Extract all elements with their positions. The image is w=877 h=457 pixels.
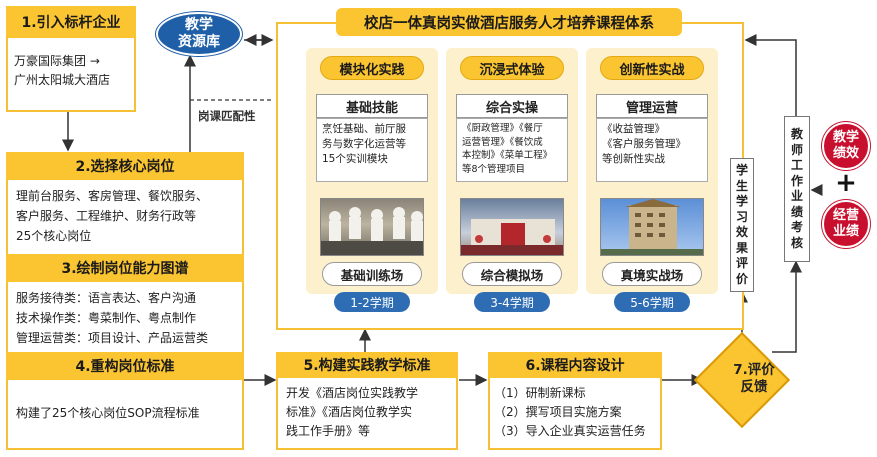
student-eval-char: 习 bbox=[735, 209, 748, 224]
step3-line: 服务接待类：语言表达、客户沟通 bbox=[16, 291, 197, 305]
column-1-ground: 基础训练场 bbox=[322, 262, 422, 286]
step1-line: 广州太阳城大酒店 bbox=[14, 73, 111, 87]
step6-line: （3）导入企业真实运营任务 bbox=[494, 424, 646, 438]
resource-library-oval: 教学 资源库 bbox=[156, 12, 242, 56]
column-3-term: 5-6学期 bbox=[614, 292, 690, 312]
column-2-term: 3-4学期 bbox=[474, 292, 550, 312]
student-eval-char: 学 bbox=[735, 194, 748, 208]
column-2-line: 《厨政管理》《餐厅 bbox=[462, 123, 543, 134]
arrow-s7-teacher bbox=[772, 260, 802, 353]
perf-a-line: 绩效 bbox=[832, 146, 859, 161]
step7-line: 7.评价 bbox=[733, 362, 775, 378]
teaching-performance-circle: 教学 绩效 bbox=[822, 122, 870, 170]
teacher-eval-char: 工 bbox=[790, 158, 803, 172]
column-2-body: 《厨政管理》《餐厅 运营管理》《餐饮成 本控制》《菜单工程》 等8个管理项目 bbox=[456, 118, 568, 182]
column-1-line: 15个实训模块 bbox=[322, 153, 388, 165]
resource-line: 资源库 bbox=[178, 34, 220, 50]
column-2-mode: 沉浸式体验 bbox=[460, 56, 564, 80]
column-1-head: 基础技能 bbox=[316, 94, 428, 118]
arrow-teacher-main bbox=[744, 34, 797, 116]
step3-line: 技术操作类：粤菜制作、粤点制作 bbox=[16, 311, 197, 325]
teacher-eval-char: 绩 bbox=[790, 204, 803, 219]
step1-body: 万豪国际集团 → 广州太阳城大酒店 bbox=[14, 52, 110, 90]
student-eval-char: 评 bbox=[735, 256, 748, 270]
simulation-hall-photo bbox=[460, 198, 564, 256]
column-3-mode: 创新性实战 bbox=[600, 56, 704, 80]
step2-title: 2.选择核心岗位 bbox=[6, 152, 244, 180]
step6-title: 6.课程内容设计 bbox=[488, 352, 662, 378]
perf-b-line: 经营 bbox=[832, 208, 859, 223]
column-3-body: 《收益管理》 《客户服务管理》 等创新性实战 bbox=[596, 118, 708, 182]
column-1-body: 烹饪基础、前厅服 务与数字化运营等 15个实训模块 bbox=[316, 118, 428, 182]
step5-line: 践工作手册》等 bbox=[286, 424, 371, 438]
steps-2-4-frame bbox=[6, 152, 244, 450]
business-performance-circle: 经营 业绩 bbox=[822, 200, 870, 248]
column-3-line: 《客户服务管理》 bbox=[602, 138, 686, 150]
training-kitchen-photo bbox=[320, 198, 424, 256]
teacher-eval-char: 教 bbox=[790, 127, 803, 141]
column-1-mode: 模块化实践 bbox=[320, 56, 424, 80]
student-eval-box: 学 生 学 习 效 果 评 价 bbox=[730, 158, 754, 292]
column-3-line: 《收益管理》 bbox=[602, 123, 665, 135]
step2-line: 25个核心岗位 bbox=[16, 229, 92, 243]
step4-title: 4.重构岗位标准 bbox=[6, 352, 244, 380]
column-2-line: 本控制》《菜单工程》 bbox=[462, 150, 553, 161]
step5-title: 5.构建实践教学标准 bbox=[276, 352, 458, 378]
student-eval-char: 效 bbox=[735, 225, 748, 239]
column-1-term: 1-2学期 bbox=[334, 292, 410, 312]
step4-line: 构建了25个核心岗位SOP流程标准 bbox=[16, 406, 200, 420]
teacher-eval-char: 核 bbox=[790, 235, 803, 250]
step1-line: 万豪国际集团 → bbox=[14, 54, 100, 68]
resource-line: 教学 bbox=[185, 17, 213, 33]
perf-a-line: 教学 bbox=[832, 130, 859, 145]
column-3-ground: 真境实战场 bbox=[602, 262, 702, 286]
step6-line: （2）撰写项目实施方案 bbox=[494, 405, 622, 419]
column-1-line: 务与数字化运营等 bbox=[322, 138, 406, 150]
plus-icon: + bbox=[835, 168, 857, 198]
column-2-line: 运营管理》《餐饮成 bbox=[462, 136, 543, 148]
student-eval-char: 生 bbox=[735, 178, 748, 193]
teacher-eval-char: 师 bbox=[790, 142, 803, 157]
hotel-photo-illustration bbox=[601, 199, 703, 255]
step3-line: 管理运营类：项目设计、产品运营类 bbox=[16, 331, 209, 345]
step7-label: 7.评价 反馈 bbox=[712, 362, 796, 396]
column-2-head: 综合实操 bbox=[456, 94, 568, 118]
teacher-eval-char: 考 bbox=[790, 220, 803, 234]
step5-line: 标准》《酒店岗位教学实 bbox=[286, 405, 413, 419]
match-label: 岗课匹配性 bbox=[198, 109, 256, 123]
student-eval-char: 果 bbox=[735, 240, 748, 255]
course-system-title: 校店一体真岗实做酒店服务人才培养课程体系 bbox=[336, 8, 682, 36]
step1-title: 1.引入标杆企业 bbox=[6, 6, 136, 38]
column-3-line: 等创新性实战 bbox=[602, 153, 665, 165]
student-eval-char: 学 bbox=[735, 163, 748, 177]
column-1-line: 烹饪基础、前厅服 bbox=[322, 123, 406, 135]
teacher-eval-box: 教 师 工 作 业 绩 考 核 bbox=[784, 116, 810, 262]
hall-photo-illustration bbox=[461, 219, 563, 255]
step4-body: 构建了25个核心岗位SOP流程标准 bbox=[16, 404, 200, 423]
step3-body: 服务接待类：语言表达、客户沟通 技术操作类：粤菜制作、粤点制作 管理运营类：项目… bbox=[16, 288, 208, 348]
step6-line: （1）研制新课标 bbox=[494, 386, 586, 400]
teacher-eval-char: 作 bbox=[790, 173, 803, 188]
kitchen-photo-illustration bbox=[321, 207, 423, 255]
step2-line: 客户服务、工程维护、财务行政等 bbox=[16, 209, 197, 223]
step6-body: （1）研制新课标 （2）撰写项目实施方案 （3）导入企业真实运营任务 bbox=[494, 384, 646, 441]
step2-body: 理前台服务、客房管理、餐饮服务、 客户服务、工程维护、财务行政等 25个核心岗位 bbox=[16, 186, 208, 246]
step5-body: 开发《酒店岗位实践教学 标准》《酒店岗位教学实 践工作手册》等 bbox=[286, 384, 418, 441]
perf-b-line: 业绩 bbox=[832, 224, 859, 239]
step2-line: 理前台服务、客房管理、餐饮服务、 bbox=[16, 189, 209, 203]
step7-line: 反馈 bbox=[740, 379, 768, 395]
column-2-line: 等8个管理项目 bbox=[462, 163, 526, 175]
student-eval-char: 价 bbox=[735, 271, 748, 286]
teacher-eval-char: 业 bbox=[790, 189, 803, 203]
step5-line: 开发《酒店岗位实践教学 bbox=[286, 386, 419, 400]
column-3-head: 管理运营 bbox=[596, 94, 708, 118]
step3-title: 3.绘制岗位能力图谱 bbox=[6, 254, 244, 282]
hotel-building-photo bbox=[600, 198, 704, 256]
column-2-ground: 综合模拟场 bbox=[462, 262, 562, 286]
